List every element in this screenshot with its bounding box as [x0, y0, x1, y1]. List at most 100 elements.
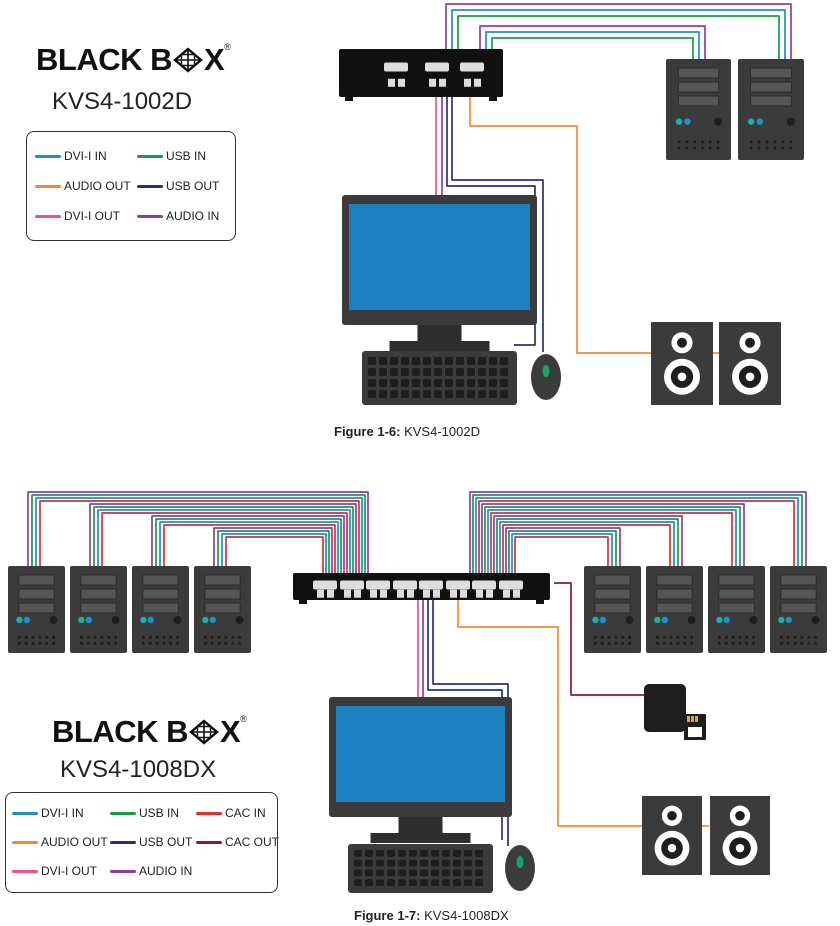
vent-hole	[814, 635, 818, 639]
status-led	[748, 118, 755, 125]
vent-hole	[738, 641, 742, 645]
tweeter	[667, 810, 677, 821]
input-cable	[93, 506, 354, 574]
key	[354, 859, 362, 867]
vent-hole	[662, 641, 666, 645]
vent-hole	[781, 146, 785, 150]
drive-bay	[656, 602, 693, 614]
key	[390, 357, 398, 365]
drive-bay	[656, 588, 693, 600]
dvi-port	[460, 62, 484, 72]
key	[376, 879, 384, 886]
usb-port	[327, 589, 334, 598]
kvm-foot	[299, 600, 307, 604]
drive-bay	[750, 95, 792, 107]
legend-swatch	[12, 869, 38, 873]
usb-port	[380, 589, 387, 598]
speaker	[642, 796, 702, 875]
vent-hole	[600, 641, 604, 645]
monitor-stand	[389, 341, 490, 351]
vent-hole	[224, 635, 228, 639]
usb-port	[513, 589, 520, 598]
computer-tower	[738, 59, 804, 160]
key	[387, 869, 395, 877]
vent-hole	[203, 641, 207, 645]
input-cable	[499, 521, 675, 574]
key	[409, 859, 417, 867]
status-led	[723, 616, 731, 624]
key	[401, 379, 409, 387]
input-cable	[469, 491, 807, 574]
vent-hole	[614, 635, 618, 639]
legend-audio-in: AUDIO IN	[137, 209, 219, 223]
vent-hole	[655, 635, 659, 639]
drive-bay	[80, 574, 117, 586]
vent-hole	[86, 635, 90, 639]
input-cable	[151, 515, 345, 574]
speaker	[710, 796, 770, 875]
dvi-port	[419, 580, 443, 590]
audio-out-cable	[457, 599, 642, 827]
model-title: KVS4-1008DX	[60, 756, 217, 783]
key	[420, 850, 428, 857]
legend-swatch	[110, 840, 136, 844]
status-led	[778, 616, 785, 624]
input-cable	[475, 497, 799, 574]
input-cable	[155, 518, 342, 574]
keyboard	[362, 351, 517, 405]
input-cable	[487, 509, 737, 574]
key	[489, 390, 497, 398]
figure2-cables	[27, 491, 807, 846]
vent-hole	[100, 641, 104, 645]
legend-dvi-in: DVI-I IN	[35, 149, 107, 163]
status-led	[78, 616, 85, 624]
legend-swatch	[110, 869, 136, 873]
legend-usb-out: USB OUT	[137, 179, 219, 193]
vent-hole	[238, 635, 242, 639]
legend-audio-out: AUDIO OUT	[35, 179, 131, 193]
legend-dvi-out: DVI-I OUT	[35, 209, 120, 223]
key	[467, 379, 475, 387]
drive-bay	[718, 574, 755, 586]
kvm-foot	[345, 97, 353, 101]
key	[390, 390, 398, 398]
legend-cac-in: CAC IN	[196, 806, 266, 820]
key	[431, 879, 439, 886]
status-led	[592, 616, 599, 624]
dvi-port	[366, 580, 390, 590]
status-led	[85, 616, 93, 624]
vent-hole	[141, 641, 145, 645]
vent-hole	[79, 641, 83, 645]
status-led	[147, 616, 155, 624]
drive-bay	[677, 67, 720, 79]
key	[409, 850, 417, 857]
usb-port	[423, 589, 430, 598]
usb-port	[464, 78, 471, 87]
computer-tower	[666, 59, 731, 160]
computer-tower	[194, 566, 251, 653]
key	[489, 357, 497, 365]
status-led	[23, 616, 31, 624]
brand-box-icon	[189, 719, 219, 745]
mouse-wheel	[516, 856, 524, 868]
vent-hole	[765, 146, 769, 150]
usb-port	[450, 589, 457, 598]
usb-port	[476, 589, 483, 598]
key	[442, 850, 450, 857]
vent-hole	[685, 146, 689, 150]
key	[456, 357, 464, 365]
vent-hole	[717, 641, 721, 645]
drive-bay	[204, 588, 241, 600]
dvi-port	[499, 580, 523, 590]
dvi-port	[393, 580, 417, 590]
vent-hole	[708, 140, 712, 144]
key	[387, 879, 395, 886]
vent-hole	[731, 635, 735, 639]
key	[412, 379, 420, 387]
key	[478, 368, 486, 376]
input-cable	[505, 527, 621, 574]
usb-port	[460, 589, 467, 598]
input-cable	[35, 497, 363, 574]
vent-hole	[807, 641, 811, 645]
